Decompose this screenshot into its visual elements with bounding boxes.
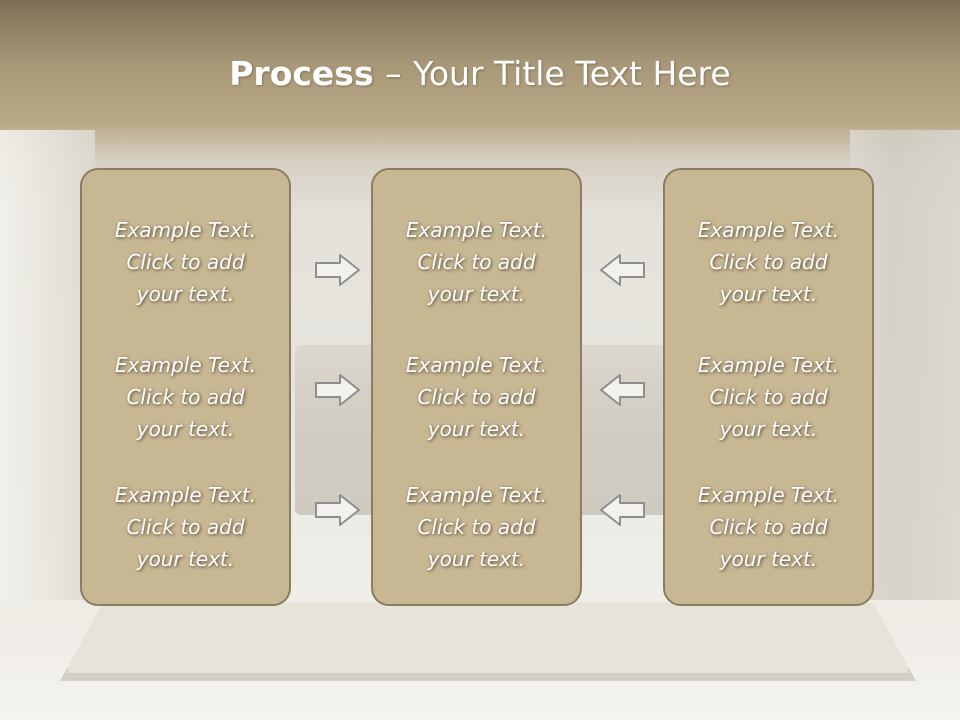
text-line: Example Text. bbox=[114, 483, 257, 507]
text-line: Example Text. bbox=[405, 218, 548, 242]
title-bold-part: Process bbox=[229, 54, 374, 93]
text-line: your text. bbox=[427, 417, 526, 441]
process-column-right[interactable]: Example Text. Click to add your text. Ex… bbox=[663, 168, 874, 606]
text-line: your text. bbox=[427, 282, 526, 306]
text-block[interactable]: Example Text. Click to add your text. bbox=[82, 349, 289, 445]
text-line: Example Text. bbox=[405, 483, 548, 507]
text-line: Example Text. bbox=[114, 218, 257, 242]
text-line: Example Text. bbox=[697, 483, 840, 507]
arrow-left-icon[interactable] bbox=[598, 252, 646, 288]
slide-title[interactable]: Process – Your Title Text Here bbox=[0, 54, 960, 93]
text-block[interactable]: Example Text. Click to add your text. bbox=[82, 214, 289, 310]
text-block[interactable]: Example Text. Click to add your text. bbox=[665, 479, 872, 575]
process-column-center[interactable]: Example Text. Click to add your text. Ex… bbox=[371, 168, 582, 606]
text-line: your text. bbox=[136, 547, 235, 571]
text-line: Example Text. bbox=[697, 218, 840, 242]
title-dash: – bbox=[385, 54, 402, 93]
text-line: your text. bbox=[136, 417, 235, 441]
arrow-right-icon[interactable] bbox=[314, 372, 362, 408]
text-line: Example Text. bbox=[697, 353, 840, 377]
text-line: Click to add bbox=[709, 515, 828, 539]
arrow-left-icon[interactable] bbox=[598, 372, 646, 408]
process-column-left[interactable]: Example Text. Click to add your text. Ex… bbox=[80, 168, 291, 606]
text-line: your text. bbox=[136, 282, 235, 306]
text-line: Click to add bbox=[417, 385, 536, 409]
text-line: Click to add bbox=[126, 385, 245, 409]
text-line: your text. bbox=[719, 282, 818, 306]
text-block[interactable]: Example Text. Click to add your text. bbox=[373, 214, 580, 310]
text-block[interactable]: Example Text. Click to add your text. bbox=[373, 479, 580, 575]
text-line: Click to add bbox=[709, 385, 828, 409]
background-curtain-wall bbox=[0, 130, 95, 630]
background-rug bbox=[60, 603, 916, 681]
text-line: Click to add bbox=[709, 250, 828, 274]
text-line: Example Text. bbox=[405, 353, 548, 377]
arrow-left-icon[interactable] bbox=[598, 492, 646, 528]
text-block[interactable]: Example Text. Click to add your text. bbox=[82, 479, 289, 575]
text-line: Click to add bbox=[126, 515, 245, 539]
text-line: Click to add bbox=[126, 250, 245, 274]
title-text: Your Title Text Here bbox=[413, 54, 731, 93]
text-line: your text. bbox=[719, 417, 818, 441]
arrow-right-icon[interactable] bbox=[314, 492, 362, 528]
text-line: your text. bbox=[427, 547, 526, 571]
arrow-right-icon[interactable] bbox=[314, 252, 362, 288]
text-block[interactable]: Example Text. Click to add your text. bbox=[665, 214, 872, 310]
text-line: Example Text. bbox=[114, 353, 257, 377]
text-block[interactable]: Example Text. Click to add your text. bbox=[373, 349, 580, 445]
text-line: Click to add bbox=[417, 515, 536, 539]
text-line: your text. bbox=[719, 547, 818, 571]
text-line: Click to add bbox=[417, 250, 536, 274]
text-block[interactable]: Example Text. Click to add your text. bbox=[665, 349, 872, 445]
